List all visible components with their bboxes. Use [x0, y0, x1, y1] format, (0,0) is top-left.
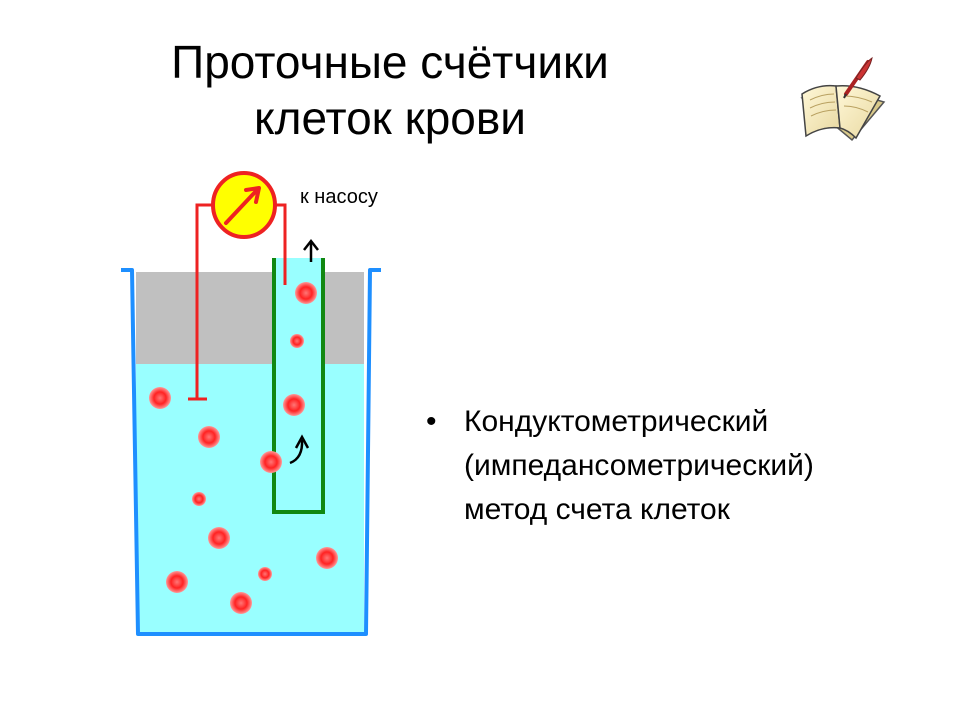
- flow-arrow-up-icon: [303, 238, 319, 262]
- liquid-layer: [136, 364, 364, 634]
- bullet-line-1: Кондуктометрический: [464, 405, 769, 438]
- blood-cell: [258, 567, 272, 581]
- flow-arrow-curved-icon: [289, 434, 310, 465]
- blood-cell: [198, 426, 220, 448]
- bullet-dot: •: [426, 405, 437, 438]
- bullet-line-3: метод счета клеток: [464, 493, 730, 526]
- bullet-text: Кондуктометрический (импедансометрически…: [464, 400, 926, 532]
- blood-cells: [149, 282, 338, 614]
- blood-cell: [230, 592, 252, 614]
- blood-cell: [208, 527, 230, 549]
- blood-cell: [192, 492, 206, 506]
- blood-cell: [283, 394, 305, 416]
- galvanometer-icon: [211, 171, 277, 239]
- blood-cell: [290, 334, 304, 348]
- pump-label: к насосу: [300, 186, 378, 208]
- wire-left: [188, 203, 213, 401]
- open-book-with-quill-icon: [800, 56, 886, 142]
- blood-cell: [260, 451, 282, 473]
- blood-cell: [316, 547, 338, 569]
- beaker: [121, 268, 381, 636]
- blood-cell: [166, 571, 188, 593]
- blood-cell: [295, 282, 317, 304]
- slide-title: Проточные счётчики клеток крови: [60, 34, 720, 146]
- wire-right: [275, 203, 287, 285]
- title-line-2: клеток крови: [253, 92, 526, 144]
- bullet-item: • Кондуктометрический (импедансометричес…: [426, 400, 926, 532]
- bullet-line-2: (импедансометрический): [464, 449, 814, 482]
- blood-cell: [149, 387, 171, 409]
- air-layer: [136, 272, 364, 364]
- title-line-1: Проточные счётчики: [171, 36, 609, 88]
- aperture-tube: [272, 258, 325, 514]
